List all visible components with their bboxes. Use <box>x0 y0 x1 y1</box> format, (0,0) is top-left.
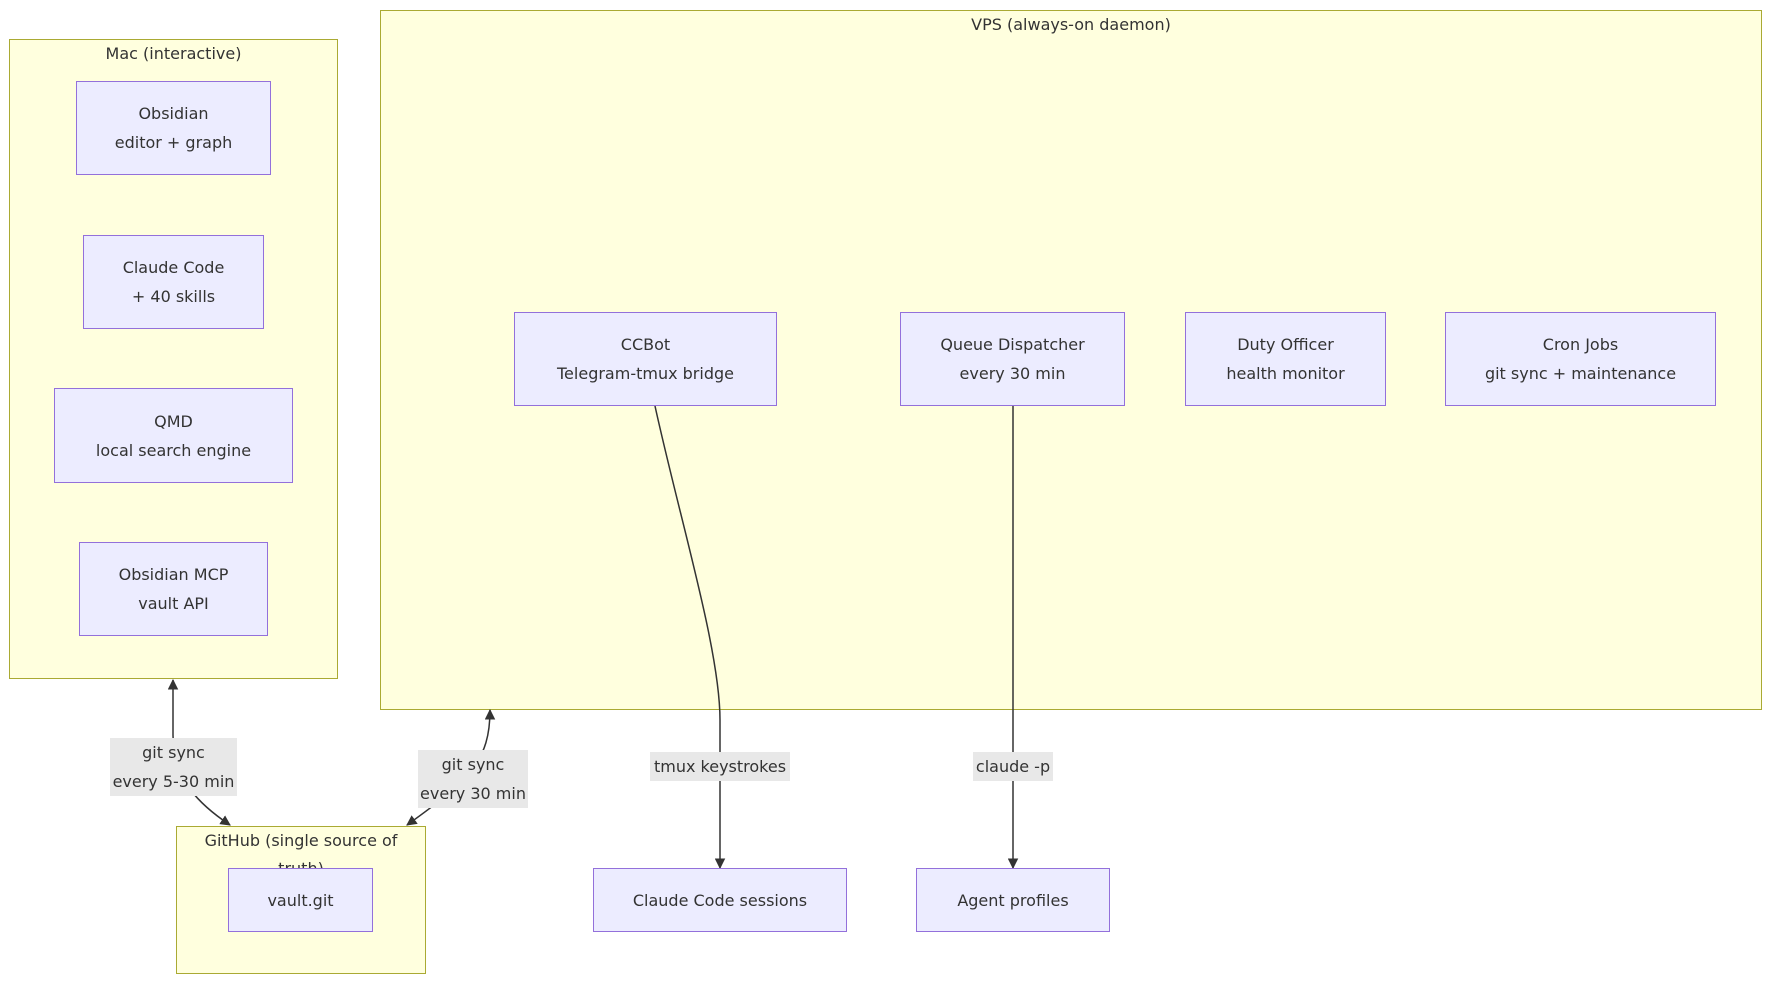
node-qmd-desc: local search engine <box>95 440 252 460</box>
edge-label-vps-github-line2: every 30 min <box>420 784 526 803</box>
edge-ccbot-sessions <box>654 405 726 870</box>
node-claude-sessions-title: Claude Code sessions <box>632 890 808 910</box>
edge-label-vps-github: git sync every 30 min <box>418 750 528 808</box>
node-cron-jobs: Cron Jobs git sync + maintenance <box>1445 312 1716 406</box>
node-cron-jobs-title: Cron Jobs <box>1542 335 1619 354</box>
edge-label-mac-github-line1: git sync <box>142 743 205 762</box>
node-claude-code-desc: + 40 skills <box>131 287 216 306</box>
node-ccbot-title: CCBot <box>620 335 671 354</box>
node-duty-officer-title: Duty Officer <box>1237 335 1334 354</box>
node-claude-code: Claude Code + 40 skills <box>83 235 264 329</box>
node-duty-officer-desc: health monitor <box>1226 364 1345 383</box>
node-qmd: QMD local search engine <box>54 388 293 483</box>
node-ccbot: CCBot Telegram-tmux bridge <box>514 312 777 406</box>
node-queue-dispatcher: Queue Dispatcher every 30 min <box>900 312 1125 406</box>
edge-label-ccbot-sessions: tmux keystrokes <box>650 752 790 781</box>
node-agent-profiles-title: Agent profiles <box>957 890 1069 910</box>
node-obsidian: Obsidian editor + graph <box>76 81 271 175</box>
node-agent-profiles: Agent profiles <box>916 868 1110 932</box>
node-vault-git: vault.git <box>228 868 373 932</box>
cluster-mac-title: Mac (interactive) <box>105 44 242 63</box>
node-qmd-title: QMD <box>154 411 193 431</box>
node-obsidian-mcp-title: Obsidian MCP <box>118 565 229 584</box>
node-obsidian-desc: editor + graph <box>114 133 233 152</box>
edge-label-dispatcher-profiles-line1: claude -p <box>975 757 1051 776</box>
node-obsidian-mcp-desc: vault API <box>138 594 209 613</box>
node-cron-jobs-desc: git sync + maintenance <box>1484 364 1677 383</box>
node-queue-dispatcher-desc: every 30 min <box>959 364 1066 383</box>
node-ccbot-desc: Telegram-tmux bridge <box>557 364 734 383</box>
edge-label-dispatcher-profiles: claude -p <box>973 752 1053 781</box>
edge-label-mac-github-line2: every 5-30 min <box>112 772 235 791</box>
cluster-vps-title: VPS (always-on daemon) <box>971 15 1171 34</box>
node-obsidian-title: Obsidian <box>138 104 209 123</box>
node-claude-code-title: Claude Code <box>122 258 225 277</box>
edge-label-ccbot-sessions-line1: tmux keystrokes <box>653 757 787 776</box>
node-duty-officer: Duty Officer health monitor <box>1185 312 1386 406</box>
edge-label-mac-github: git sync every 5-30 min <box>110 738 237 796</box>
node-vault-git-title: vault.git <box>267 890 334 910</box>
node-claude-sessions: Claude Code sessions <box>593 868 847 932</box>
node-queue-dispatcher-title: Queue Dispatcher <box>940 335 1085 354</box>
edge-label-vps-github-line1: git sync <box>441 755 505 774</box>
node-obsidian-mcp: Obsidian MCP vault API <box>79 542 268 636</box>
